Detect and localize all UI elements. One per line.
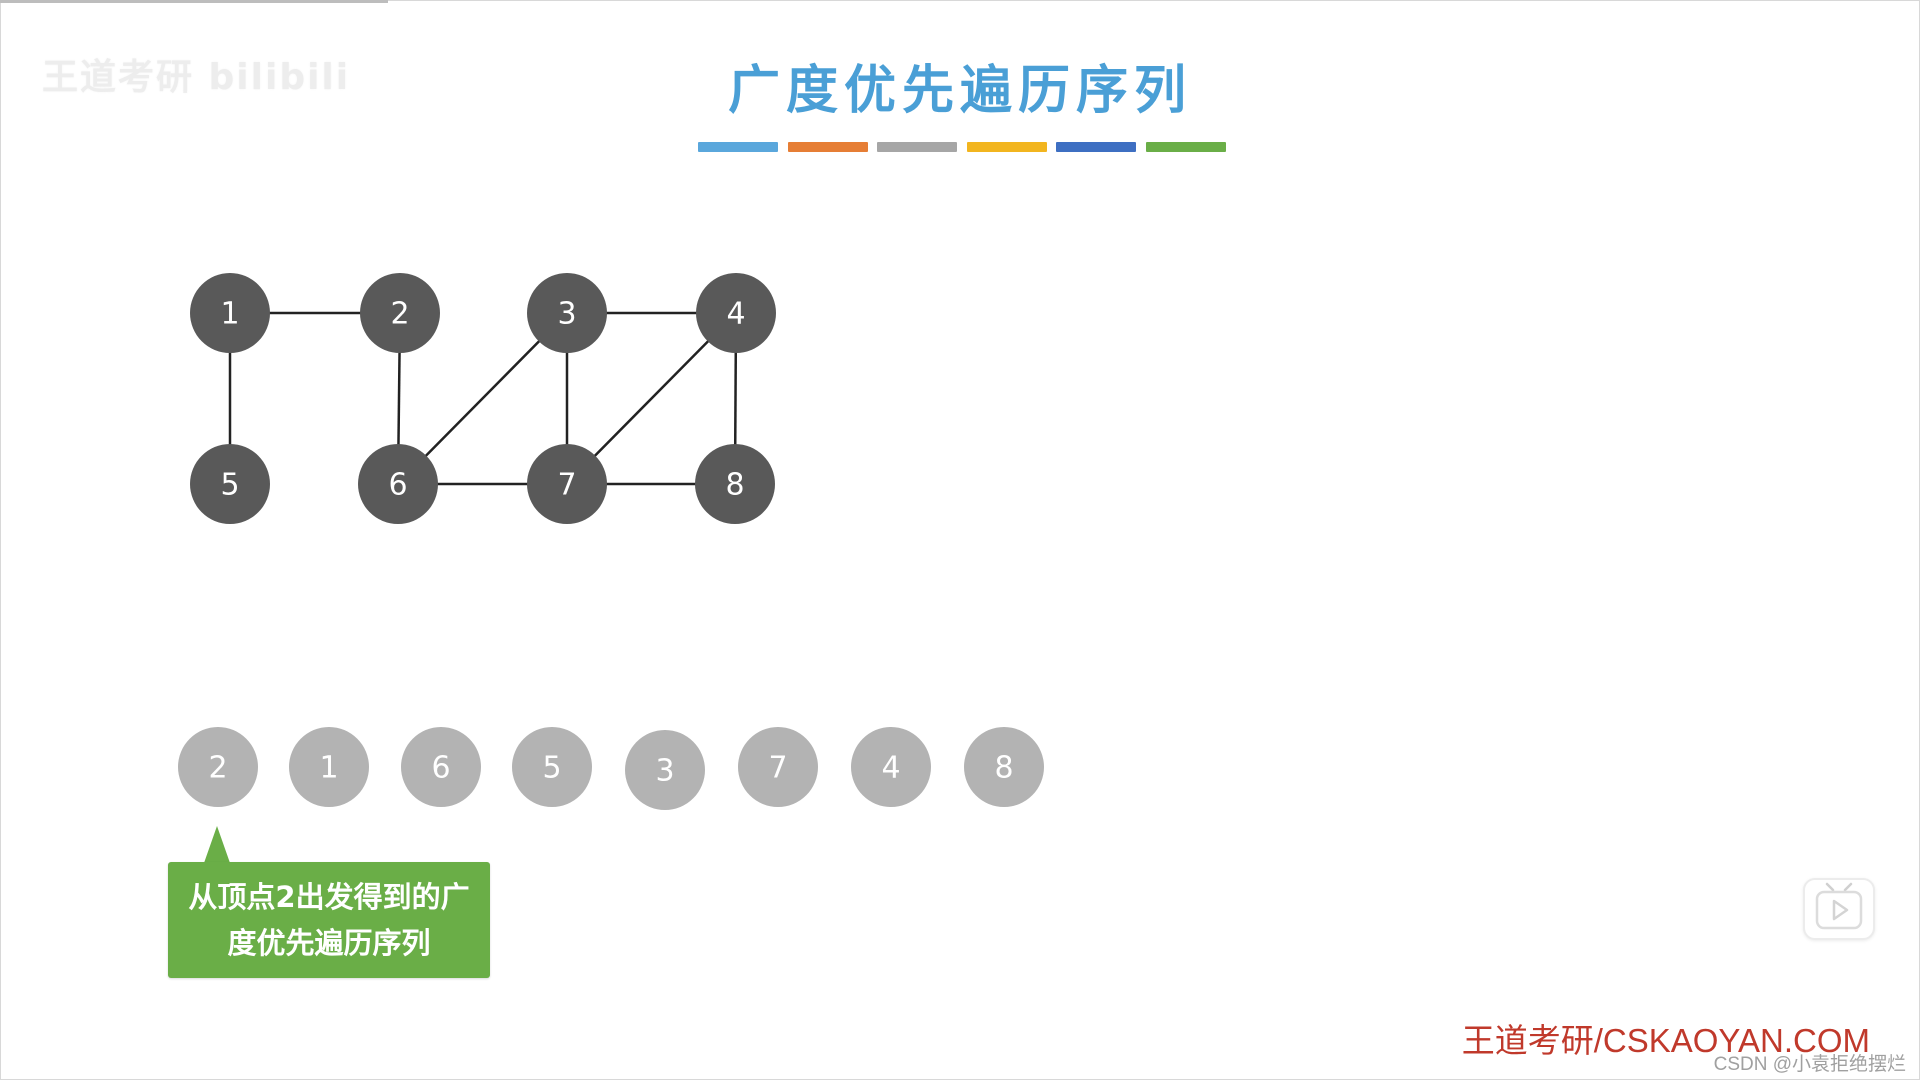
slide-title: 广度优先遍历序列 — [727, 61, 1192, 121]
graph-node-label: 7 — [557, 468, 576, 503]
graph-node-circle — [360, 273, 440, 353]
sequence-item-1: 2 — [178, 727, 258, 807]
sequence-item-3: 6 — [401, 727, 481, 807]
graph-node-label: 1 — [220, 297, 239, 332]
color-bar-3 — [877, 142, 957, 152]
brand-text: 王道考研/CSKAOYAN.COM — [1461, 1022, 1870, 1059]
callout-line-1: 从顶点2出发得到的广 — [188, 880, 470, 914]
graph-node-circle — [527, 273, 607, 353]
sequence-label: 3 — [655, 754, 674, 789]
color-bar-4 — [966, 142, 1047, 152]
graph-node-6: 6 — [358, 444, 438, 524]
graph-node-label: 5 — [220, 468, 239, 503]
graph-node-circle — [358, 444, 438, 524]
color-bar-5 — [1056, 142, 1136, 152]
sequence-circle — [289, 727, 369, 807]
color-bar-6 — [1145, 142, 1226, 152]
watermark-text: 王道考研 bilibili — [42, 57, 351, 98]
sequence-label: 8 — [994, 751, 1013, 786]
sequence-item-4: 5 — [512, 727, 592, 807]
graph-node-8: 8 — [695, 444, 775, 524]
sequence-circle — [851, 727, 931, 807]
callout-box: 从顶点2出发得到的广 度优先遍历序列 — [168, 862, 490, 978]
sequence-circle — [625, 730, 705, 810]
sequence-item-6: 7 — [738, 727, 818, 807]
sequence-item-2: 1 — [289, 727, 369, 807]
sequence-item-7: 4 — [851, 727, 931, 807]
sequence-circle — [401, 727, 481, 807]
graph-node-label: 8 — [725, 468, 744, 503]
play-icon — [1815, 882, 1863, 930]
edge-3-6 — [397, 312, 568, 485]
graph-node-2: 2 — [360, 273, 440, 353]
graph-node-circle — [190, 444, 270, 524]
graph-node-label: 6 — [388, 468, 407, 503]
sequence-item-5: 3 — [625, 730, 705, 810]
graph-node-1: 1 — [190, 273, 270, 353]
watermark: 王道考研 bilibili — [42, 34, 362, 114]
sequence-circle — [738, 727, 818, 807]
graph-node-label: 4 — [726, 297, 745, 332]
graph-node-5: 5 — [190, 444, 270, 524]
graph-node-3: 3 — [527, 273, 607, 353]
graph-node-circle — [696, 273, 776, 353]
progress-strip — [0, 0, 388, 3]
sequence-label: 6 — [431, 751, 450, 786]
color-bar-2 — [787, 142, 868, 152]
graph-node-circle — [190, 273, 270, 353]
graph-node-label: 2 — [390, 297, 409, 332]
sequence-label: 5 — [542, 751, 561, 786]
video-play-button[interactable] — [1803, 878, 1875, 940]
sequence-label: 1 — [319, 751, 338, 786]
sequence-item-8: 8 — [964, 727, 1044, 807]
sequence-circle — [964, 727, 1044, 807]
sequence-label: 4 — [881, 751, 900, 786]
graph-node-label: 3 — [557, 297, 576, 332]
sequence-label: 7 — [768, 751, 787, 786]
edge-4-7 — [566, 312, 737, 485]
graph-node-circle — [527, 444, 607, 524]
sequence-circle — [178, 727, 258, 807]
color-bar-1 — [698, 142, 778, 152]
callout-pointer — [204, 826, 230, 863]
credit-text: CSDN @小袁拒绝摆烂 — [1713, 1054, 1906, 1075]
sequence-label: 2 — [208, 751, 227, 786]
graph-node-7: 7 — [527, 444, 607, 524]
graph-node-circle — [695, 444, 775, 524]
callout-line-2: 度优先遍历序列 — [227, 926, 431, 960]
graph-node-4: 4 — [696, 273, 776, 353]
sequence-circle — [512, 727, 592, 807]
